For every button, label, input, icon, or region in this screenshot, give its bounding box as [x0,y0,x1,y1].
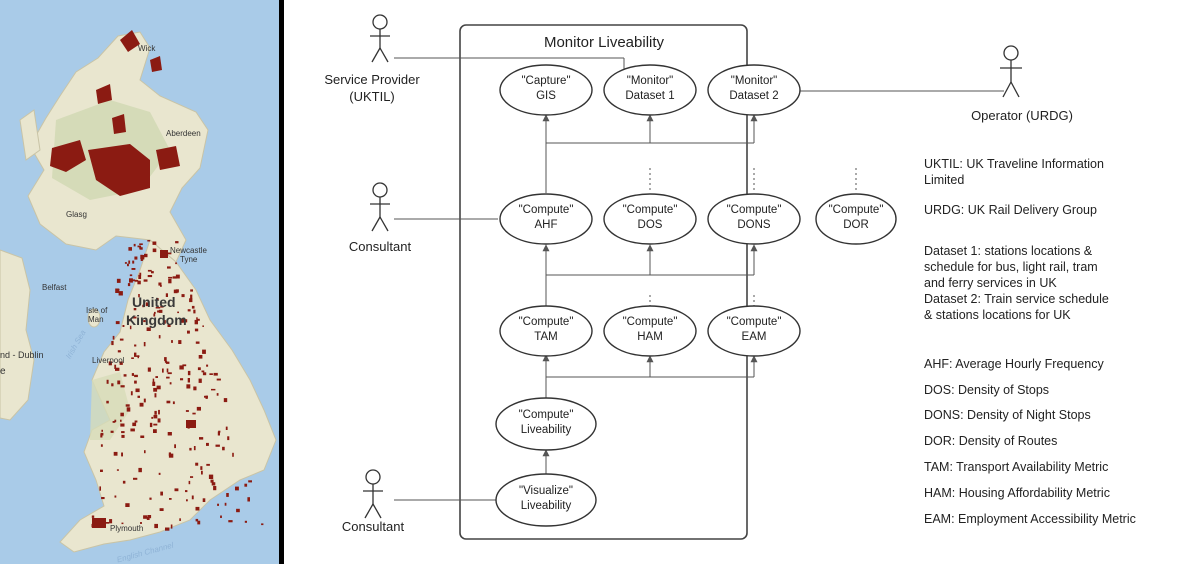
map-label-uk-a: United [132,294,176,310]
legend-tam: TAM: Transport Availability Metric [924,460,1109,474]
uc-label: "Visualize" [519,485,573,497]
usecase-monitor-dataset-1 [603,64,697,116]
legend-text: schedule for bus, light rail, tram [924,260,1098,274]
uc-label: Dataset 1 [625,90,674,102]
uc-label: Liveability [521,500,572,512]
uc-label: "Compute" [519,204,574,216]
usecase-compute-ham [603,305,697,357]
uc-label: "Compute" [829,204,884,216]
legend-text: and ferry services in UK [924,276,1057,290]
usecase-compute-ahf [499,193,593,245]
system-title: Monitor Liveability [544,34,665,51]
uc-label: "Compute" [519,409,574,421]
map-label-newcastle-b: Tyne [180,255,198,264]
actor-service-provider-icon [370,14,390,63]
legend-dor: DOR: Density of Routes [924,434,1058,448]
actor-service-provider-label-2: (UKTIL) [349,89,395,104]
uc-label: EAM [742,331,767,343]
legend-text: UKTIL: UK Traveline Information [924,157,1104,171]
map-label-newcastle-a: Newcastle [170,246,207,255]
uc-label: "Capture" [521,75,570,87]
usecase-capture-gis [499,64,593,116]
map-label-isle-b: Man [88,315,104,324]
uc-label: AHF [535,219,558,231]
diagram-canvas: Monitor Liveability [324,14,1073,540]
legend-ham: HAM: Housing Affordability Metric [924,486,1110,500]
usecase-compute-dos [603,193,697,245]
uc-label: Liveability [521,424,572,436]
legend-text: Limited [924,173,965,187]
usecase-visualize-liveability [495,473,597,527]
legend-urdg: URDG: UK Rail Delivery Group [924,203,1097,217]
uc-label: "Compute" [727,316,782,328]
map-label-ireland: e [0,366,6,377]
legend-uktil: UKTIL: UK Traveline Information Limited [924,156,1104,188]
actor-consultant-top-label: Consultant [349,239,412,254]
uc-label: "Compute" [623,316,678,328]
uc-label: "Compute" [727,204,782,216]
map-label-aberdeen: Aberdeen [166,129,201,138]
usecase-compute-dor [815,193,897,245]
usecase-compute-eam [707,305,801,357]
panel-divider [279,0,284,564]
actor-operator-label: Operator (URDG) [971,108,1073,123]
actor-consultant-bottom-label: Consultant [342,519,405,534]
uc-label: DOS [638,219,663,231]
uc-label: "Monitor" [627,75,674,87]
use-case-diagram: Monitor Liveability [284,0,1202,564]
uc-label: Dataset 2 [729,90,778,102]
map-label-plymouth: Plymouth [110,524,144,533]
map-label-glasgow: Glasg [66,210,87,219]
usecase-compute-tam [499,305,593,357]
uc-label: DONS [737,219,771,231]
actor-consultant-top-icon [370,182,390,232]
legend-text: & stations locations for UK [924,308,1071,322]
uc-label: GIS [536,90,556,102]
actor-consultant-bottom-icon [363,469,383,519]
legend-dos: DOS: Density of Stops [924,383,1050,397]
uc-label: DOR [843,219,869,231]
map-label-dublin: nd - Dublin [0,350,44,360]
map-label-uk-b: Kingdom [126,312,187,328]
legend-datasets: Dataset 1: stations locations & schedule… [924,243,1109,323]
uc-label: "Monitor" [731,75,778,87]
map-label-isle-a: Isle of [86,306,108,315]
map-label-wick: Wick [138,44,156,53]
uc-label: "Compute" [519,316,574,328]
map-graphic [0,30,279,553]
usecase-compute-liveability [495,397,597,451]
legend-dons: DONS: Density of Night Stops [924,408,1091,422]
actor-service-provider-label: Service Provider [324,72,420,87]
uc-label: TAM [534,331,557,343]
usecase-monitor-dataset-2 [707,64,801,116]
legend-text: Dataset 2: Train service schedule [924,292,1109,306]
map-label-belfast: Belfast [42,283,67,292]
legend-eam: EAM: Employment Accessibility Metric [924,512,1136,526]
usecase-compute-dons [707,193,801,245]
legend-text: Dataset 1: stations locations & [924,244,1093,258]
system-boundary [459,24,748,540]
uk-map: Wick Aberdeen Glasg Newcastle Tyne Belfa… [0,0,279,564]
uc-label: HAM [637,331,663,343]
map-label-liverpool: Liverpool [92,356,125,365]
legend-ahf: AHF: Average Hourly Frequency [924,357,1104,371]
uc-label: "Compute" [623,204,678,216]
actor-operator-icon [1000,45,1022,98]
